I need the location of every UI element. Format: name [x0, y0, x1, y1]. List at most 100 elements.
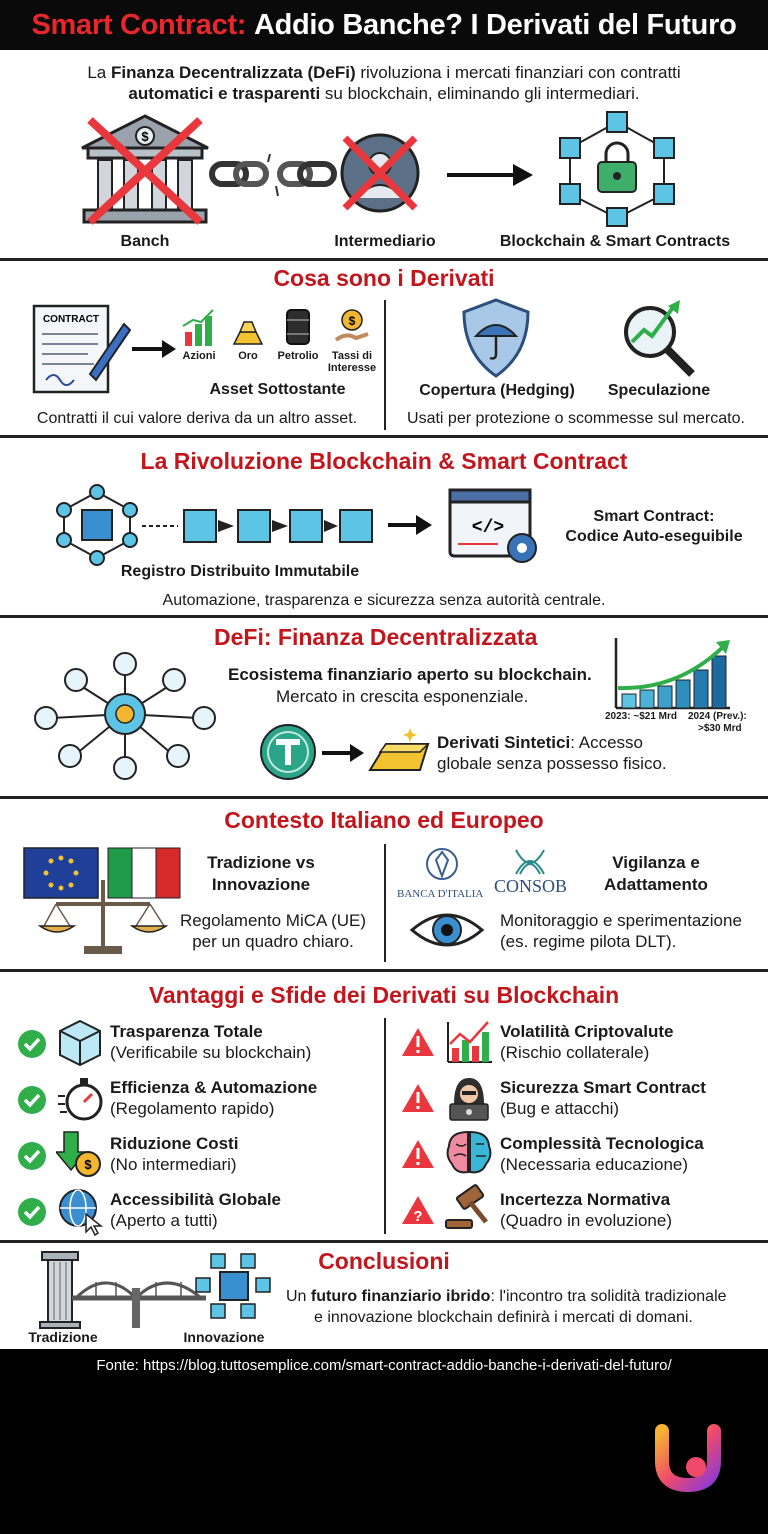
arrow-right-icon [132, 340, 176, 358]
vertical-divider [384, 844, 386, 962]
eye-icon [409, 913, 485, 947]
asset-oro: Oro [238, 350, 258, 362]
check-icon [18, 1198, 46, 1226]
brain-circuit-icon [446, 1130, 492, 1174]
globe-cursor-icon [59, 1189, 104, 1236]
chart-label-2024: 2024 (Prev.): [688, 711, 747, 722]
magnifier-growth-icon [624, 300, 695, 377]
shield-umbrella-icon [462, 298, 530, 378]
section-title-contesto: Contesto Italiano ed Europeo [224, 807, 544, 833]
arrow-right-icon [388, 515, 432, 535]
contesto-right-title-2: Adattamento [604, 875, 708, 894]
use-speculation: Speculazione [607, 382, 711, 399]
vertical-divider [384, 300, 386, 430]
warning-icon [402, 1084, 434, 1112]
svg-text:$: $ [349, 314, 356, 328]
registry-label: Registro Distribuito Immutabile [120, 563, 360, 580]
con-title-3: Complessità Tecnologica [500, 1134, 704, 1153]
section-title-vantaggi: Vantaggi e Sfide dei Derivati su Blockch… [148, 982, 620, 1008]
contesto-left-text-2: per un quadro chiaro. [192, 932, 354, 951]
tradition-label: Tradizione [28, 1329, 98, 1345]
gavel-icon [445, 1184, 488, 1229]
chart-label-2023: 2023: ~$21 Mrd [605, 711, 677, 722]
divider [0, 615, 768, 618]
contract-icon-label: CONTRACT [43, 314, 99, 325]
label-blockchain: Blockchain & Smart Contracts [499, 233, 731, 250]
bridge-tradition-innovation-icon [39, 1251, 271, 1329]
vertical-divider [384, 1018, 386, 1234]
interest-rate-icon: $ [334, 309, 369, 342]
consob-emblem-icon [515, 849, 545, 875]
chart-label-2024-value: >$30 Mrd [698, 723, 742, 734]
growth-chart-icon [614, 638, 730, 710]
arrow-right-icon [447, 164, 533, 186]
defi-eco-sub: Mercato in crescita esponenziale. [276, 687, 529, 706]
intermediary-icon [340, 133, 420, 213]
transparent-cube-icon [59, 1019, 101, 1067]
contesto-left-title-1: Tradizione vs [207, 853, 315, 872]
bank-icon: $ [81, 114, 209, 225]
consob-logo: CONSOB [494, 876, 568, 896]
brand-logo-icon [655, 1424, 721, 1493]
pro-title-1: Trasparenza Totale [110, 1022, 263, 1041]
contesto-right-text-2: (es. regime pilota DLT). [500, 932, 677, 951]
intro-line-1: La Finanza Decentralizzata (DeFi) rivolu… [87, 63, 681, 82]
con-title-4: Incertezza Normativa [500, 1190, 671, 1209]
stocks-icon [182, 309, 214, 346]
section-title-conclusioni: Conclusioni [318, 1248, 450, 1274]
pro-sub-3: (No intermediari) [110, 1155, 237, 1174]
con-sub-1: (Rischio collaterale) [500, 1043, 650, 1062]
asset-azioni: Azioni [182, 350, 216, 362]
svg-text:$: $ [141, 129, 149, 144]
stopwatch-icon [58, 1078, 103, 1121]
banca-italia-emblem-icon [426, 848, 458, 880]
con-sub-2: (Bug e attacchi) [500, 1099, 620, 1118]
tether-coin-icon [260, 724, 316, 780]
svg-text:?: ? [413, 1208, 422, 1225]
asset-caption: Asset Sottostante [209, 381, 346, 398]
divider [0, 1240, 768, 1243]
hacker-icon [449, 1078, 489, 1121]
code-window-gear-icon: </> [448, 488, 537, 563]
banca-italia-logo: BANCA D'ITALIA [397, 888, 484, 900]
label-intermediary: Intermediario [334, 233, 436, 250]
asset-petrolio: Petrolio [277, 350, 319, 362]
volatility-chart-icon [447, 1021, 492, 1063]
divider [0, 435, 768, 438]
header-title-white: Addio Banche? I Derivati del Futuro [253, 8, 737, 41]
check-icon [18, 1030, 46, 1058]
warning-icon [402, 1140, 434, 1168]
network-node-icon [56, 484, 138, 566]
check-icon [18, 1086, 46, 1114]
asset-tassi: Tassi di Interesse [327, 350, 377, 374]
pro-sub-1: (Verificabile su blockchain) [110, 1043, 312, 1062]
defi-ecosystem-icon [34, 652, 216, 780]
intro-line-2: automatici e trasparenti su blockchain, … [128, 84, 640, 103]
innovation-label: Innovazione [183, 1329, 265, 1345]
label-bank: Banch [120, 233, 170, 250]
eu-italy-scale-icon [23, 847, 181, 954]
svg-text:$: $ [84, 1157, 92, 1172]
contesto-left-title-2: Innovazione [211, 875, 311, 894]
page-header: Smart Contract: Addio Banche? I Derivati… [0, 0, 768, 50]
header-title-red: Smart Contract: [31, 8, 247, 41]
con-title-1: Volatilità Criptovalute [500, 1022, 674, 1041]
con-sub-3: (Necessaria educazione) [500, 1155, 689, 1174]
blockchain-caption: Automazione, trasparenza e sicurezza sen… [162, 592, 606, 609]
con-title-2: Sicurezza Smart Contract [500, 1078, 706, 1097]
conclusioni-line-2: e innovazione blockchain definirà i merc… [314, 1309, 693, 1326]
footer: Fonte: https://blog.tuttosemplice.com/sm… [0, 1349, 768, 1534]
use-hedging: Copertura (Hedging) [419, 382, 575, 399]
section-title-blockchain: La Rivoluzione Blockchain & Smart Contra… [140, 448, 628, 474]
section-title-derivati: Cosa sono i Derivati [273, 265, 495, 291]
cost-reduction-icon: $ [56, 1131, 101, 1177]
derivati-right-caption: Usati per protezione o scommesse sul mer… [407, 410, 745, 427]
contesto-right-title-1: Vigilanza e [612, 853, 700, 872]
arrow-right-icon [322, 744, 364, 762]
svg-text:</>: </> [472, 518, 504, 538]
pro-title-3: Riduzione Costi [110, 1134, 239, 1153]
contesto-left-text-1: Regolamento MiCA (UE) [179, 911, 367, 930]
question-warning-icon: ? [402, 1196, 434, 1225]
source-link[interactable]: Fonte: https://blog.tuttosemplice.com/sm… [96, 1357, 672, 1374]
gold-icon [232, 321, 264, 345]
